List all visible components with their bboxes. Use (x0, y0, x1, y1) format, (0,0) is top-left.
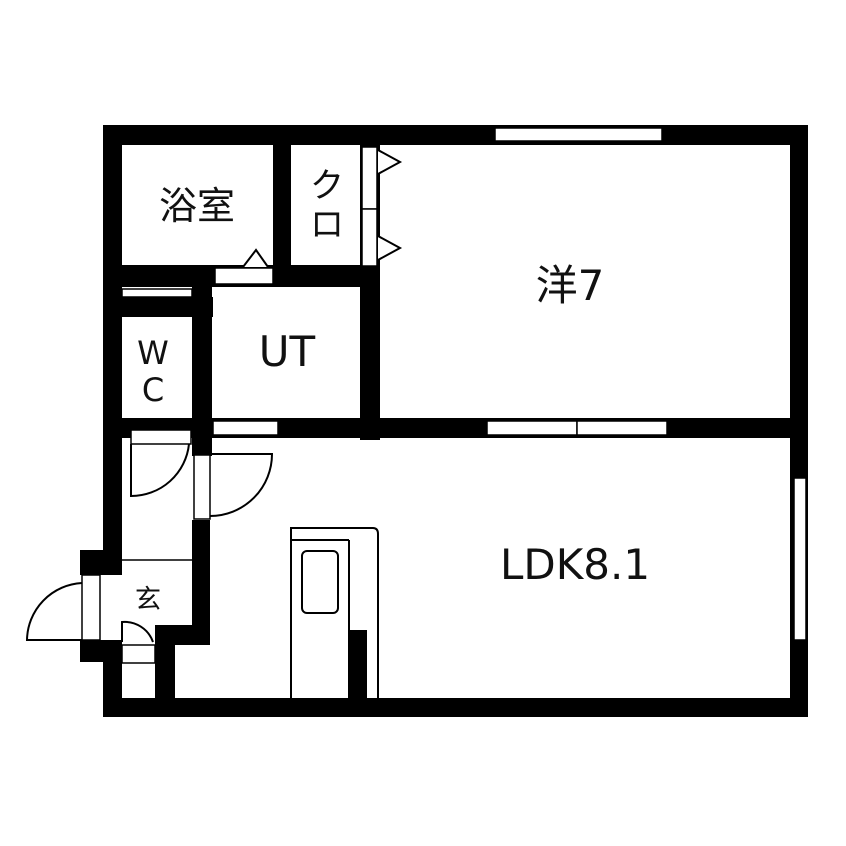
closet-triangle-1 (377, 149, 403, 175)
room-label-entrance: 玄 (134, 585, 162, 615)
door-swings (25, 443, 274, 643)
wall-wc-top (103, 297, 213, 317)
closet-door-2 (361, 208, 378, 267)
openings (81, 127, 807, 664)
sliding-door-1 (486, 420, 578, 436)
window-ldk-right (793, 477, 807, 641)
sliding-door-2 (576, 420, 668, 436)
wall-bottom (155, 698, 808, 717)
wall-entrance-right-lower (155, 625, 175, 717)
bath-triangle-marker (242, 248, 269, 268)
entrance-door-swing (25, 582, 83, 641)
shoe-door-swing (121, 620, 154, 643)
closet-triangle-2 (377, 235, 403, 261)
room-label-bathroom: 浴室 (158, 184, 236, 228)
kitchen-sink (301, 550, 339, 614)
ldk-door-swing (209, 453, 274, 517)
entrance-door-frame (81, 574, 101, 641)
wall-top (103, 125, 808, 145)
wall-wc-ut (192, 265, 212, 445)
wc-door-frame (130, 429, 192, 445)
closet-door-1 (361, 146, 378, 210)
wc-door-swing (130, 443, 190, 498)
bath-door (214, 267, 274, 285)
fridge-space (349, 630, 367, 698)
room-label-ldk: LDK8.1 (499, 540, 651, 589)
room-label-toilet: W C (137, 334, 169, 409)
wall-hall-right (192, 520, 210, 645)
ut-door-opening (212, 420, 279, 436)
window-western-top (494, 127, 663, 142)
room-label-utility: UT (258, 327, 316, 376)
wall-entrance-lower-left (103, 640, 122, 717)
wall-entrance-top (80, 550, 122, 575)
ldk-door-frame (193, 454, 211, 520)
wall-hall-joint (192, 418, 212, 456)
shoe-box-frame (121, 644, 156, 664)
wall-bottom-left (103, 698, 163, 717)
room-label-closet: ク ロ (310, 165, 344, 245)
wall-bath-closet (273, 125, 291, 287)
window-wc-top (121, 288, 193, 298)
room-label-western: 洋7 (535, 261, 605, 310)
wall-left-upper (103, 125, 122, 565)
